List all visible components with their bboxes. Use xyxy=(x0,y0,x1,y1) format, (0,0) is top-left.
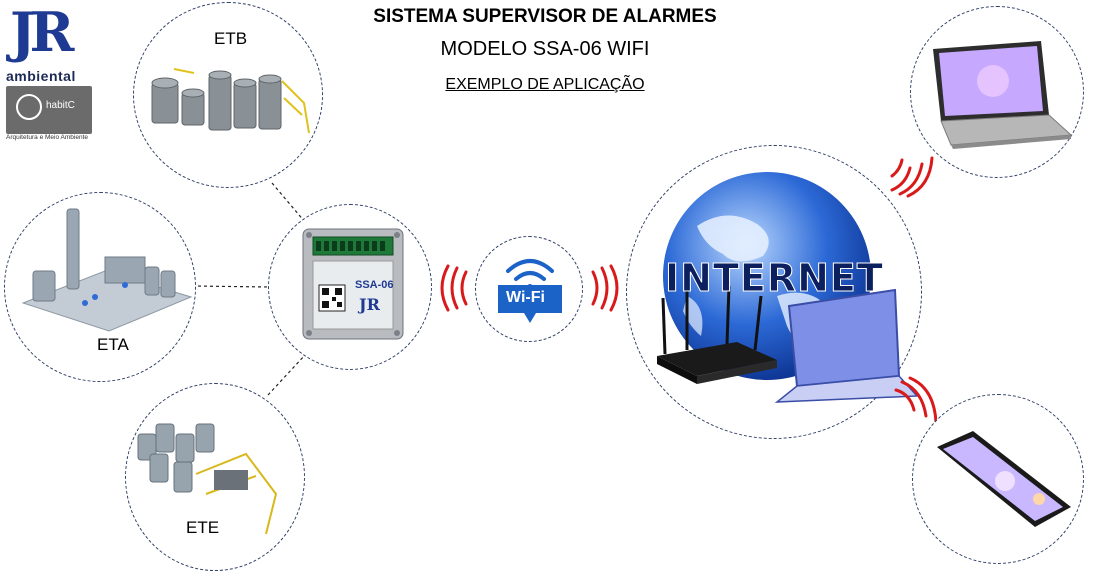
router-icon xyxy=(657,285,777,384)
ete-label: ETE xyxy=(186,518,220,537)
page-title: SISTEMA SUPERVISOR DE ALARMES xyxy=(373,6,717,27)
phone-node xyxy=(912,394,1084,564)
habitc-ring-icon xyxy=(16,94,42,120)
habitc-logo: habitC xyxy=(6,86,92,134)
jr-ambiental-logo: JR ambiental xyxy=(6,0,88,84)
internet-globe-illustration xyxy=(657,172,919,403)
ssa06-device xyxy=(302,228,404,340)
page-caption: EXEMPLO DE APLICAÇÃO xyxy=(445,76,645,93)
device-brand-text: JR xyxy=(359,295,380,314)
ete-node: ETE xyxy=(125,383,305,571)
laptop-node xyxy=(910,6,1084,178)
signal-phone-icon xyxy=(894,376,938,424)
signal-laptop-icon xyxy=(890,156,934,198)
laptop-icon xyxy=(933,41,1073,149)
internet-laptop-icon xyxy=(774,288,919,403)
etb-plant-icon xyxy=(151,68,310,134)
eta-label: ETA xyxy=(97,335,129,354)
jr-word: ambiental xyxy=(6,68,76,84)
eta-node: ETA xyxy=(4,192,196,382)
internet-node: INTERNET xyxy=(626,145,922,439)
wifi-node: Wi-Fi xyxy=(475,236,583,342)
wifi-icon xyxy=(498,259,562,323)
signal-right-icon xyxy=(591,264,619,312)
smartphone-icon xyxy=(937,431,1071,527)
device-node: SSA-06 JR xyxy=(268,204,432,370)
wifi-label: Wi-Fi xyxy=(506,289,545,306)
qr-code-icon xyxy=(318,284,346,312)
link-etb-device xyxy=(271,182,306,223)
signal-left-icon xyxy=(440,264,468,312)
link-eta-device xyxy=(191,285,271,288)
eta-plant-icon xyxy=(21,208,193,332)
ete-plant-icon xyxy=(137,423,278,535)
device-model-text: SSA-06 xyxy=(355,279,394,291)
etb-label: ETB xyxy=(214,29,248,48)
internet-label: INTERNET xyxy=(665,256,884,301)
habitc-tagline: Arquitetura e Meio Ambiente xyxy=(6,134,89,141)
etb-node: ETB xyxy=(133,2,323,188)
jr-letters: JR xyxy=(10,0,74,64)
page-subtitle: MODELO SSA-06 WIFI xyxy=(440,38,650,60)
habitc-word: habitC xyxy=(46,100,75,111)
